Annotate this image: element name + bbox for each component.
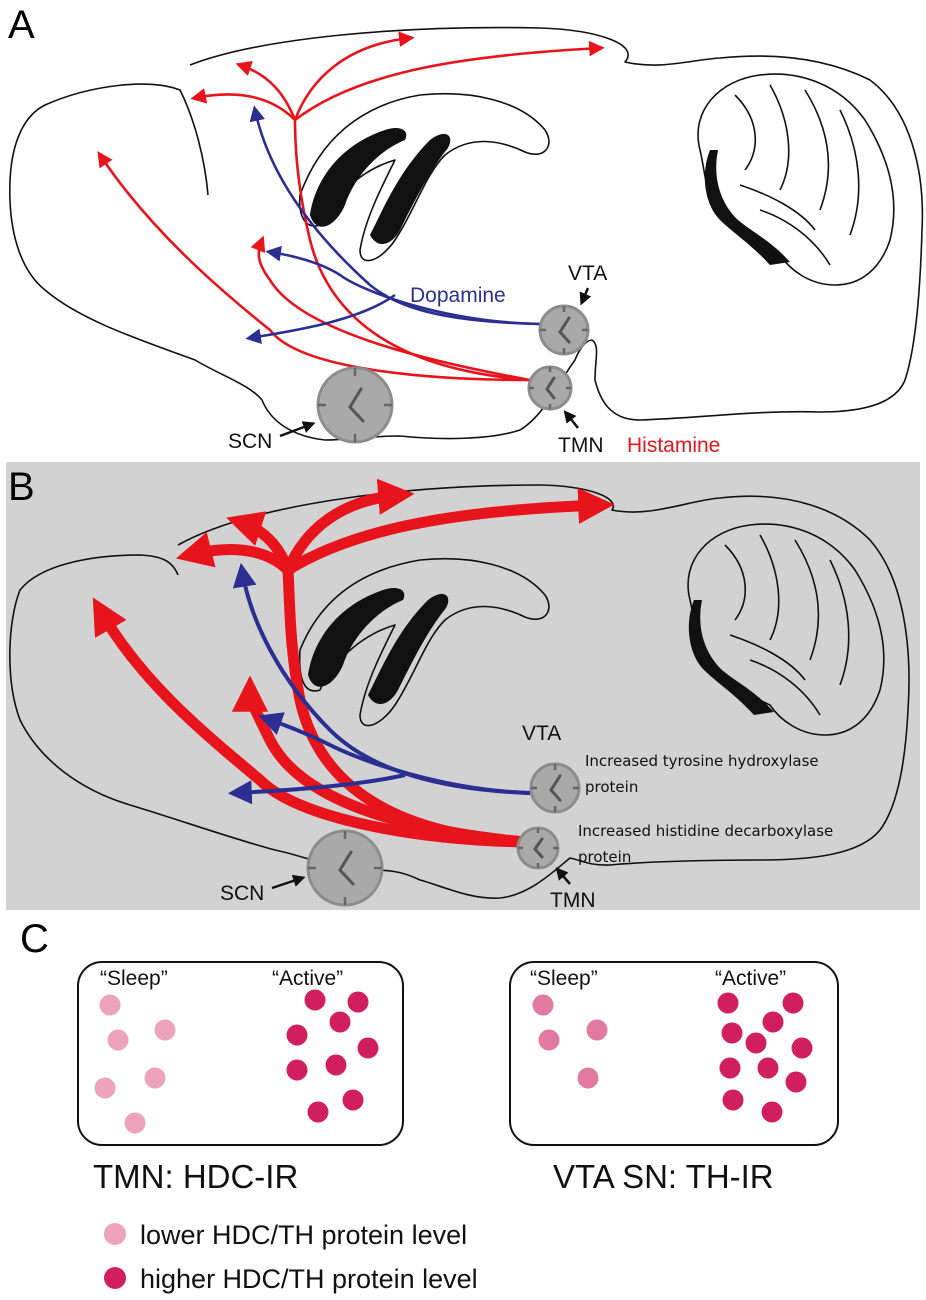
hdc-note-line2: protein (578, 848, 631, 866)
dot-higher (304, 989, 326, 1011)
dot-higher (347, 991, 369, 1013)
scn-clock-icon-b (306, 829, 384, 907)
hdc-note-line1: Increased histidine decarboxylase (578, 822, 833, 840)
scn-pointer-icon (279, 421, 316, 438)
dot-higher (286, 1059, 308, 1081)
histamine-projections-b (92, 478, 615, 848)
brain-outline-b (9, 484, 910, 899)
ventricle-shape-b-2 (368, 593, 449, 705)
dot-higher (325, 1054, 347, 1076)
brain-outline (8, 26, 924, 441)
cerebellum-folia (734, 84, 860, 266)
cerebellum-folia-b (724, 534, 850, 716)
vta-box-caption: VTA SN: TH-IR (553, 1158, 774, 1195)
cerebellum-peduncle (704, 150, 790, 265)
tmn-box-sleep-label: “Sleep” (100, 967, 168, 990)
panel-b-letter: B (8, 465, 35, 509)
th-note-line2: protein (585, 778, 638, 796)
vta-box (509, 961, 839, 1146)
dot-lower (586, 1019, 608, 1041)
ventricle-shape-2 (370, 133, 451, 245)
vta-label-b: VTA (522, 722, 561, 745)
dot-higher (785, 1071, 807, 1093)
dot-higher (762, 1011, 784, 1033)
scn-label: SCN (228, 430, 272, 453)
tmn-box-active-label: “Active” (272, 967, 343, 990)
legend-lower-label: lower HDC/TH protein level (140, 1220, 467, 1250)
dot-higher (717, 992, 739, 1014)
th-note-line1: Increased tyrosine hydroxylase (585, 752, 819, 770)
vta-active-dots (717, 992, 813, 1123)
histamine-label: Histamine (627, 434, 720, 457)
cerebellum-peduncle-b (688, 600, 774, 715)
legend-higher-swatch (104, 1267, 126, 1289)
dot-higher (719, 1057, 741, 1079)
dot-lower (99, 994, 121, 1016)
vta-label: VTA (568, 262, 607, 285)
vta-clock-icon-b (529, 762, 581, 814)
panel-a: A Dopamine Histamine (8, 3, 924, 457)
tmn-clock-icon (527, 365, 573, 411)
dot-lower (538, 1029, 560, 1051)
dot-lower (154, 1019, 176, 1041)
vta-box-sleep-label: “Sleep” (530, 967, 598, 990)
vta-pointer-icon (579, 287, 592, 306)
hippocampus-outline (298, 92, 550, 262)
dot-higher (791, 1037, 813, 1059)
dot-higher (745, 1032, 767, 1054)
dot-lower (532, 994, 554, 1016)
tmn-box-caption: TMN: HDC-IR (93, 1158, 298, 1195)
scn-pointer-icon-b (271, 874, 306, 890)
scn-clock-icon (316, 366, 394, 444)
dopamine-projections-b (227, 562, 531, 805)
dopamine-label: Dopamine (410, 284, 506, 307)
tmn-label-b: TMN (550, 889, 596, 912)
panel-b: B (6, 462, 920, 912)
legend-lower-swatch (104, 1223, 126, 1245)
dot-higher (286, 1024, 308, 1046)
tmn-pointer-icon (563, 410, 579, 429)
scn-label-b: SCN (220, 882, 264, 905)
ventricle-shape (310, 128, 407, 227)
vta-sleep-dots (532, 994, 608, 1089)
dot-higher (761, 1101, 783, 1123)
vta-clock-icon (538, 304, 590, 356)
dot-higher (307, 1101, 329, 1123)
tmn-active-dots (286, 989, 379, 1123)
tmn-label: TMN (558, 434, 604, 457)
tmn-sleep-dots (94, 994, 176, 1134)
dot-lower (107, 1029, 129, 1051)
dot-higher (722, 1089, 744, 1111)
dot-lower (577, 1067, 599, 1089)
histamine-projections (97, 31, 605, 382)
tmn-clock-icon-b (516, 826, 560, 870)
dot-higher (357, 1037, 379, 1059)
dot-higher (757, 1057, 779, 1079)
dot-higher (782, 992, 804, 1014)
vta-box-active-label: “Active” (715, 967, 786, 990)
dot-higher (342, 1089, 364, 1111)
panel-a-letter: A (8, 3, 35, 47)
hippocampus-outline-b (298, 557, 550, 727)
tmn-box (77, 961, 404, 1146)
legend-higher-label: higher HDC/TH protein level (140, 1264, 478, 1294)
dopamine-projections (245, 105, 541, 344)
dot-lower (94, 1077, 116, 1099)
tmn-pointer-icon-b (555, 867, 571, 885)
panel-c: C “Sleep” “Active” TMN: HDC-IR “Sleep (20, 917, 839, 1294)
dot-lower (144, 1067, 166, 1089)
dot-higher (721, 1022, 743, 1044)
dot-lower (124, 1112, 146, 1134)
panel-c-letter: C (20, 917, 49, 961)
ventricle-shape-b (308, 588, 405, 687)
cerebellum-outline (697, 73, 895, 286)
dot-higher (329, 1011, 351, 1033)
